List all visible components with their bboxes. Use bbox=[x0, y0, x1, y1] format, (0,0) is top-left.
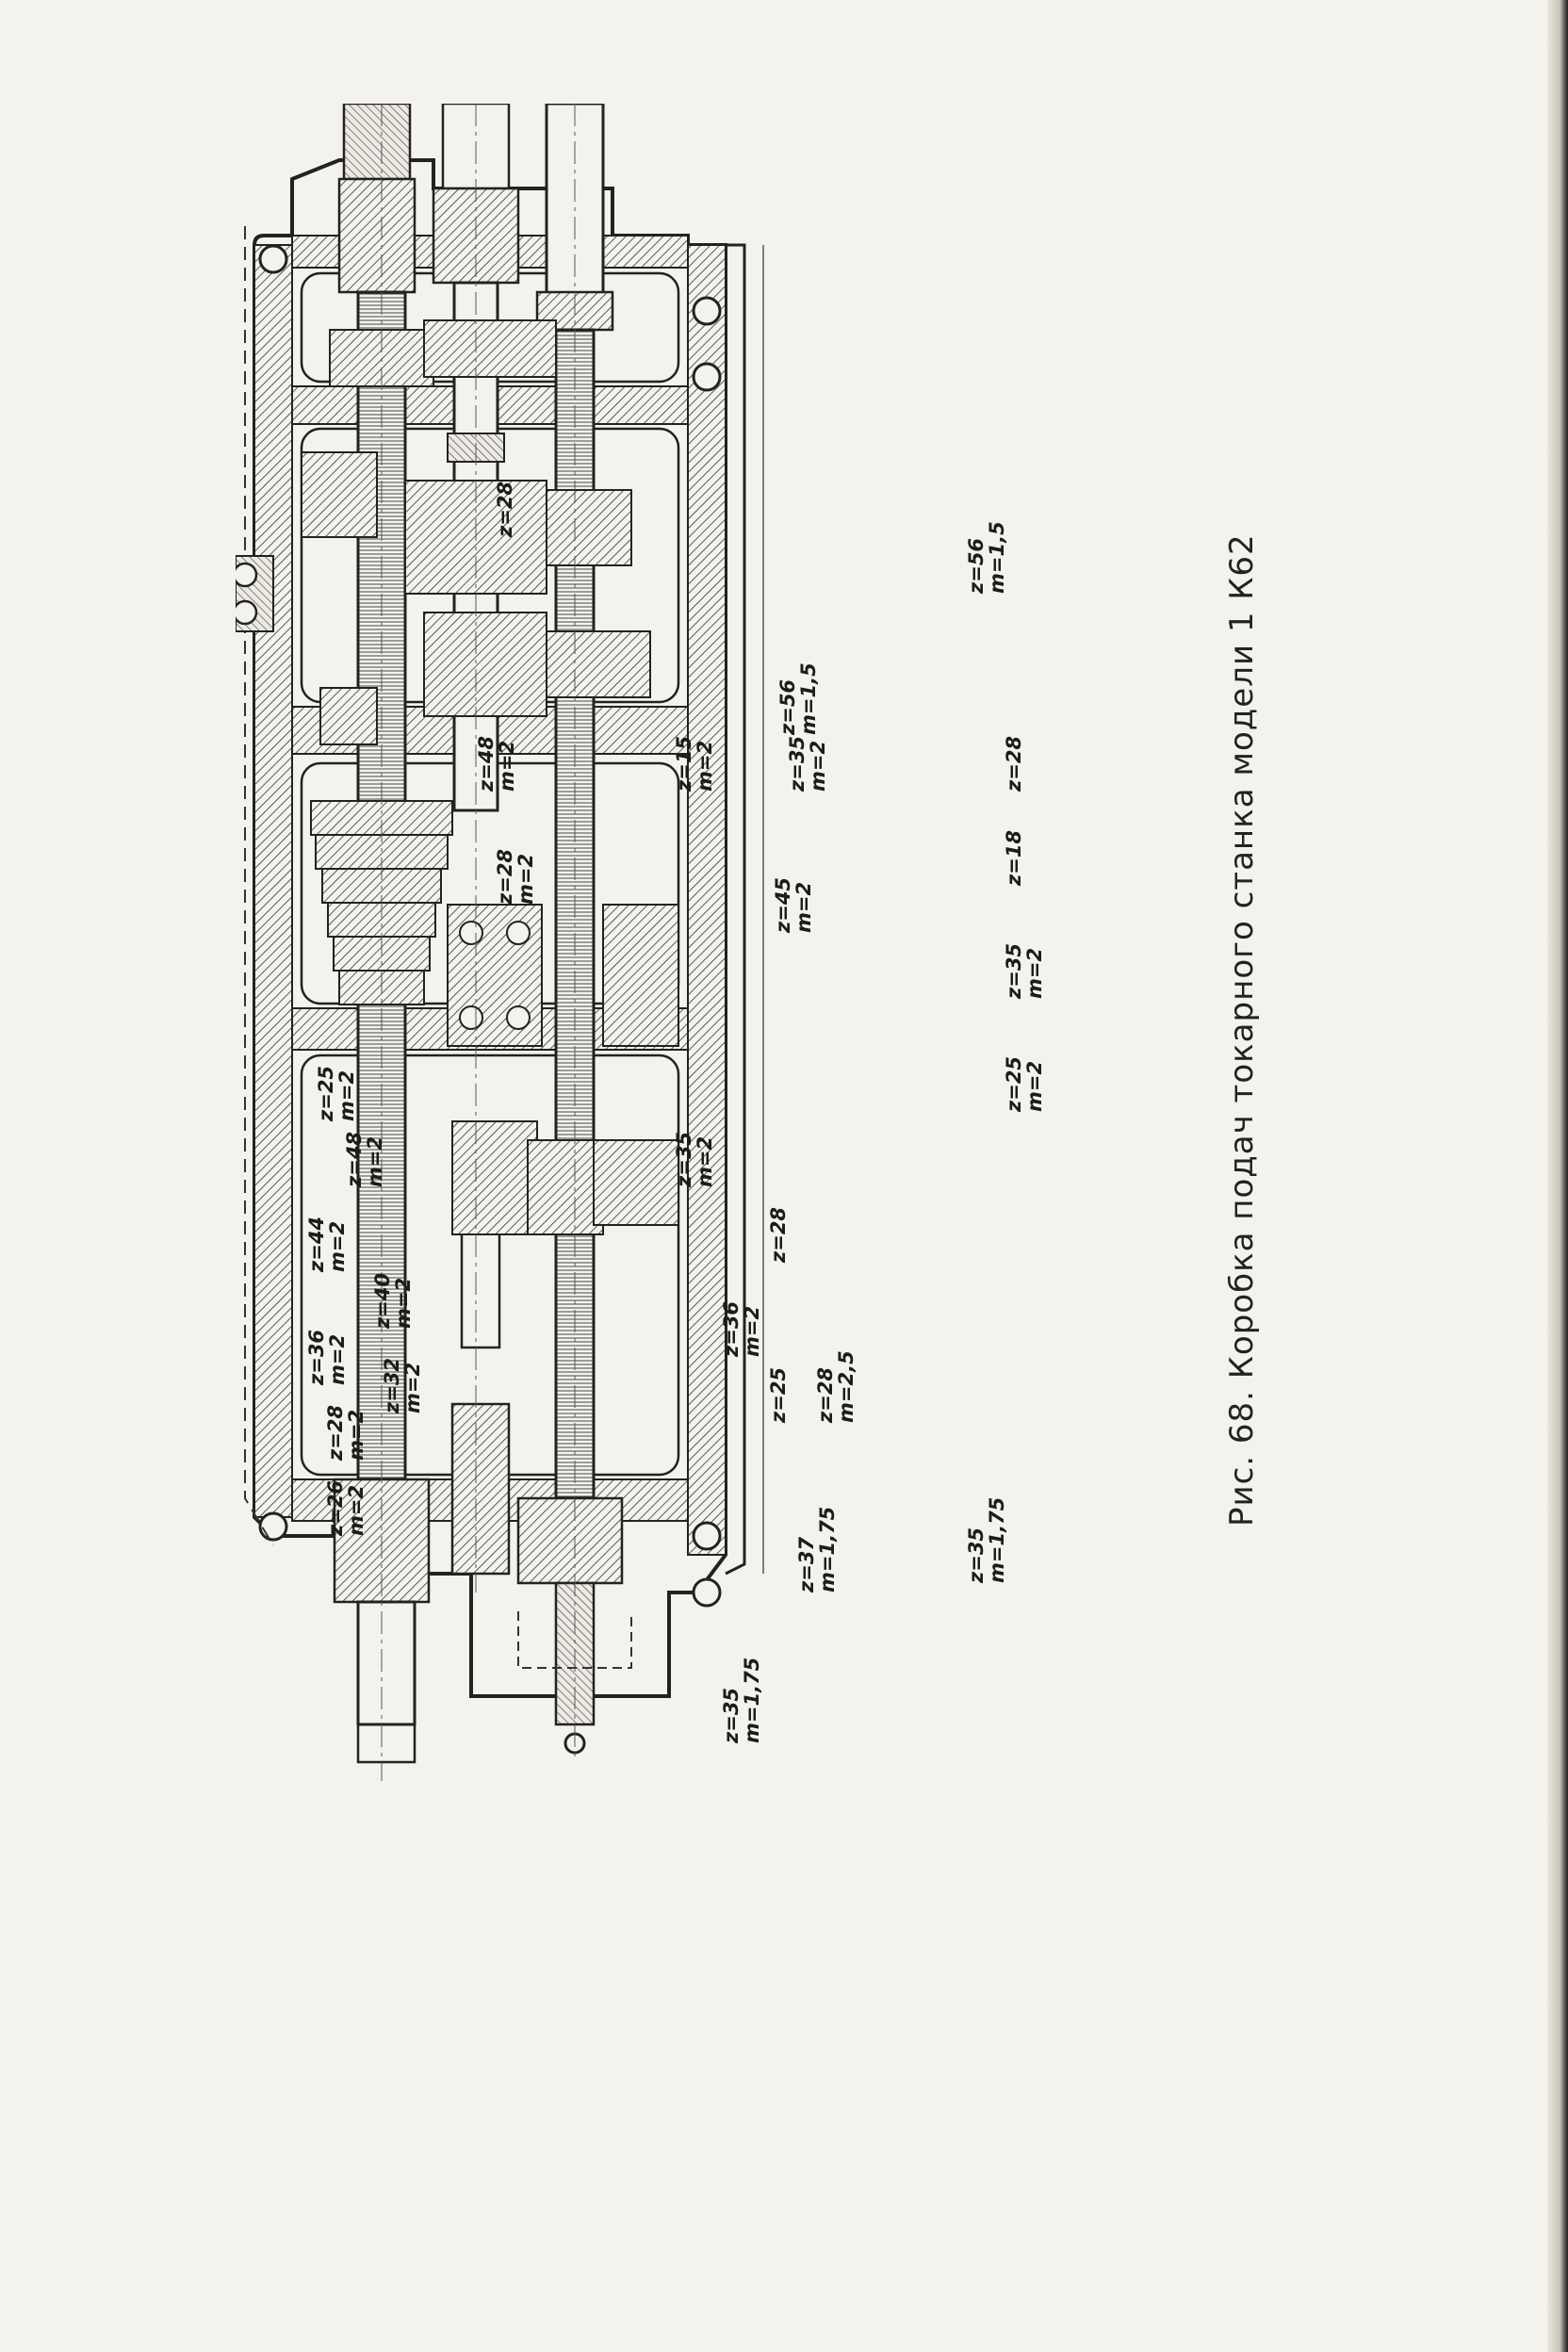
gear-module-value: m=2 bbox=[1023, 1060, 1046, 1112]
gear-module-value: m=2 bbox=[326, 1333, 349, 1385]
gearbox-section-drawing bbox=[236, 104, 764, 1781]
gear-module-value: m=2 bbox=[741, 1305, 763, 1357]
gear-teeth-value: z=25 bbox=[767, 1366, 790, 1423]
figure-caption: Рис. 68. Коробка подач токарного станка … bbox=[1223, 533, 1261, 1527]
gear-teeth-value: z=28 bbox=[324, 1404, 347, 1461]
gear-module-value: m=2 bbox=[345, 1484, 368, 1536]
shaft-centerlines bbox=[381, 104, 576, 1781]
page-binding-edge bbox=[1547, 0, 1568, 2352]
gear-label: z=28 bbox=[767, 1206, 790, 1263]
gear-teeth-value: z=28 bbox=[767, 1206, 790, 1263]
gear-module-value: m=2 bbox=[807, 740, 829, 792]
gear-teeth-value: z=15 bbox=[673, 735, 695, 792]
gear-teeth-value: z=32 bbox=[381, 1357, 403, 1413]
gear-teeth-value: z=56 bbox=[776, 678, 799, 735]
gear-label: z=18 bbox=[1003, 829, 1025, 886]
gear-module-value: m=2 bbox=[392, 1277, 415, 1329]
gear-module-value: m=2 bbox=[514, 853, 537, 905]
gear-teeth-value: z=35 bbox=[720, 1687, 743, 1743]
gear-module-value: m=2 bbox=[694, 1135, 716, 1187]
gear-teeth-value: z=28 bbox=[1003, 735, 1025, 792]
gear-label: z=25 bbox=[767, 1366, 790, 1423]
gear-teeth-value: z=28 bbox=[494, 481, 516, 537]
gear-module-value: m=1,5 bbox=[986, 521, 1008, 594]
gear-module-value: m=2 bbox=[792, 881, 815, 933]
gear-module-value: m=2 bbox=[364, 1135, 386, 1187]
gear-teeth-value: z=28 bbox=[814, 1366, 837, 1423]
gear-module-value: m=2 bbox=[1023, 947, 1046, 999]
gear-teeth-value: z=35 bbox=[1003, 942, 1025, 999]
gear-teeth-value: z=45 bbox=[772, 876, 794, 933]
gear-teeth-value: z=37 bbox=[795, 1536, 818, 1592]
gear-module-value: m=2 bbox=[496, 740, 518, 792]
gear-teeth-value: z=36 bbox=[720, 1300, 743, 1357]
gear-module-value: m=2,5 bbox=[835, 1350, 858, 1423]
gear-module-value: m=1,75 bbox=[986, 1496, 1008, 1583]
gear-module-value: m=2 bbox=[694, 740, 716, 792]
gear-module-value: m=2 bbox=[401, 1362, 424, 1413]
gear-teeth-value: z=26 bbox=[324, 1479, 347, 1536]
gear-teeth-value: z=44 bbox=[305, 1216, 328, 1272]
gear-label: z=28 bbox=[494, 481, 516, 537]
gear-teeth-value: z=56 bbox=[965, 537, 988, 594]
gear-teeth-value: z=25 bbox=[1003, 1055, 1025, 1112]
gear-module-value: m=1,5 bbox=[797, 662, 820, 735]
gear-teeth-value: z=35 bbox=[673, 1131, 695, 1187]
gear-module-value: m=2 bbox=[335, 1070, 358, 1121]
gear-teeth-value: z=35 bbox=[786, 735, 808, 792]
gear-teeth-value: z=18 bbox=[1003, 829, 1025, 886]
gear-module-value: m=1,75 bbox=[816, 1506, 839, 1592]
gear-label: z=28 bbox=[1003, 735, 1025, 792]
gear-module-value: m=2 bbox=[326, 1220, 349, 1272]
gear-teeth-value: z=48 bbox=[343, 1131, 366, 1187]
gear-teeth-value: z=36 bbox=[305, 1329, 328, 1385]
gear-module-value: m=2 bbox=[345, 1409, 368, 1461]
gear-teeth-value: z=40 bbox=[371, 1272, 394, 1329]
gear-teeth-value: z=25 bbox=[315, 1065, 337, 1121]
gear-module-value: m=1,75 bbox=[741, 1657, 763, 1743]
gear-teeth-value: z=35 bbox=[965, 1527, 988, 1583]
gear-teeth-value: z=28 bbox=[494, 848, 516, 905]
gear-teeth-value: z=48 bbox=[475, 735, 498, 792]
